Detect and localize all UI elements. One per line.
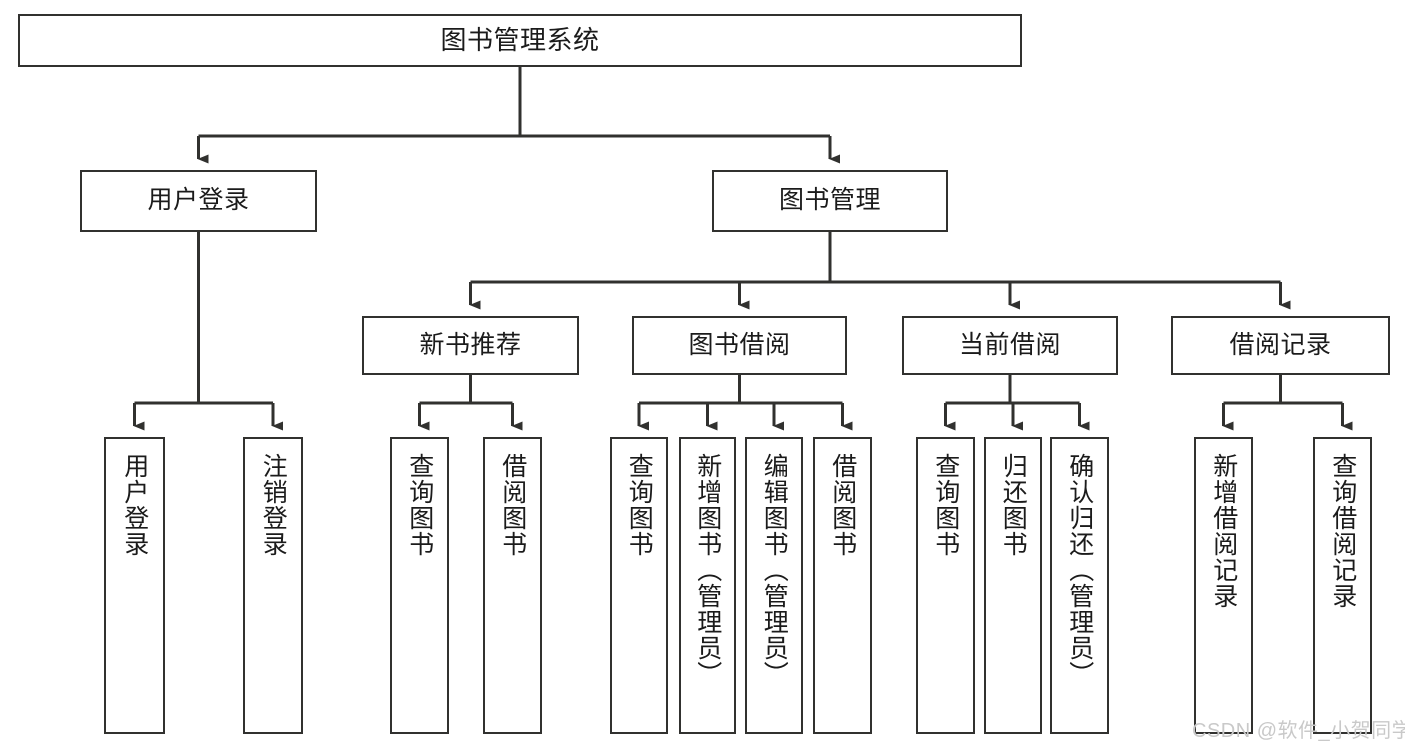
- leaf-return-book[interactable]: 归还图书: [984, 437, 1042, 734]
- node-label: 借阅图书: [828, 453, 857, 557]
- leaf-borrow-book-recommendation[interactable]: 借阅图书: [483, 437, 542, 734]
- node-label: 查询图书: [931, 453, 960, 557]
- node-label: 图书借阅: [688, 330, 791, 359]
- leaf-query-book-current[interactable]: 查询图书: [916, 437, 975, 734]
- leaf-query-borrow-record[interactable]: 查询借阅记录: [1313, 437, 1372, 734]
- node-label: 归还图书: [999, 453, 1028, 557]
- node-label: 借阅记录: [1229, 330, 1332, 359]
- leaf-query-book-borrowing[interactable]: 查询图书: [610, 437, 668, 734]
- node-label: 确认归还（管理员）: [1065, 453, 1094, 687]
- leaf-confirm-return-admin[interactable]: 确认归还（管理员）: [1050, 437, 1109, 734]
- node-label: 借阅图书: [498, 453, 527, 557]
- node-book-borrowing[interactable]: 图书借阅: [632, 316, 847, 375]
- node-label: 查询图书: [405, 453, 434, 557]
- leaf-add-borrow-record[interactable]: 新增借阅记录: [1194, 437, 1253, 734]
- node-label: 图书管理: [778, 186, 881, 215]
- node-root-book-management-system[interactable]: 图书管理系统: [18, 14, 1022, 67]
- leaf-user-login[interactable]: 用户登录: [104, 437, 165, 734]
- node-label: 用户登录: [120, 453, 149, 557]
- node-label: 新增图书（管理员）: [693, 453, 722, 687]
- leaf-borrow-book-borrowing[interactable]: 借阅图书: [813, 437, 872, 734]
- node-new-book-recommendation[interactable]: 新书推荐: [362, 316, 579, 375]
- node-book-management[interactable]: 图书管理: [712, 170, 948, 232]
- node-label: 新书推荐: [419, 330, 522, 359]
- leaf-user-logout[interactable]: 注销登录: [243, 437, 303, 734]
- leaf-query-book-recommendation[interactable]: 查询图书: [390, 437, 449, 734]
- node-label: 图书管理系统: [440, 25, 600, 56]
- node-label: 新增借阅记录: [1209, 453, 1238, 609]
- node-label: 当前借阅: [958, 330, 1061, 359]
- node-label: 查询借阅记录: [1328, 453, 1357, 609]
- node-borrowing-record[interactable]: 借阅记录: [1171, 316, 1390, 375]
- leaf-add-book-admin[interactable]: 新增图书（管理员）: [679, 437, 736, 734]
- node-label: 编辑图书（管理员）: [760, 453, 789, 687]
- node-current-borrowing[interactable]: 当前借阅: [902, 316, 1118, 375]
- node-label: 用户登录: [147, 186, 250, 215]
- node-label: 查询图书: [625, 453, 654, 557]
- node-user-login[interactable]: 用户登录: [80, 170, 317, 232]
- leaf-edit-book-admin[interactable]: 编辑图书（管理员）: [745, 437, 803, 734]
- csdn-watermark: CSDN @软件_小贺同学: [1192, 720, 1405, 742]
- node-label: 注销登录: [259, 453, 288, 557]
